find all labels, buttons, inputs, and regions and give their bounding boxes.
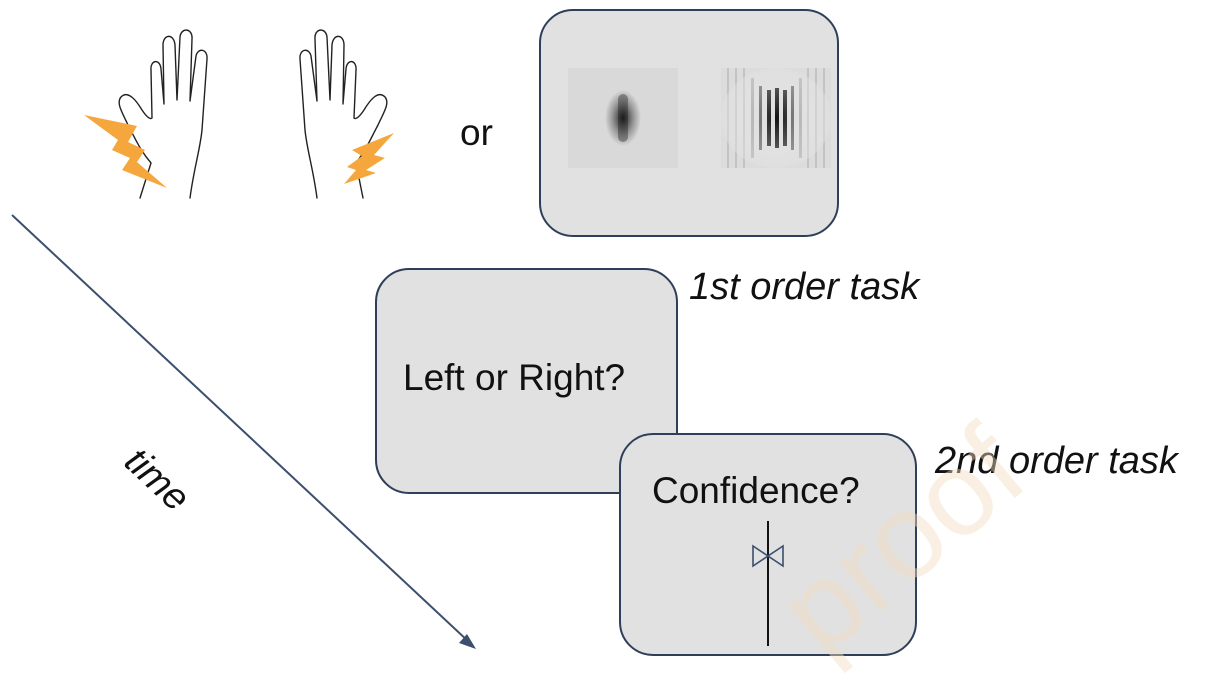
lightning-left-icon <box>84 115 167 188</box>
confidence-panel: Confidence? <box>619 433 917 656</box>
gabor-high-frequency-icon <box>721 68 831 168</box>
right-hand-icon <box>299 29 388 199</box>
confidence-scale-icon <box>767 521 769 646</box>
visual-stimulus-panel <box>539 9 839 237</box>
gabor-low-frequency-icon <box>568 68 678 168</box>
time-arrow-icon <box>11 214 476 649</box>
confidence-question-text: Confidence? <box>652 470 860 511</box>
or-connector: or <box>460 112 493 153</box>
bowtie-marker-icon <box>752 544 784 568</box>
left-right-question-panel: Left or Right? <box>375 268 678 494</box>
first-order-task-label: 1st order task <box>689 266 920 308</box>
second-order-task-label: 2nd order task <box>935 440 1178 482</box>
lightning-right-icon <box>344 133 394 184</box>
left-right-question-text: Left or Right? <box>403 357 626 398</box>
left-hand-icon <box>118 29 208 199</box>
